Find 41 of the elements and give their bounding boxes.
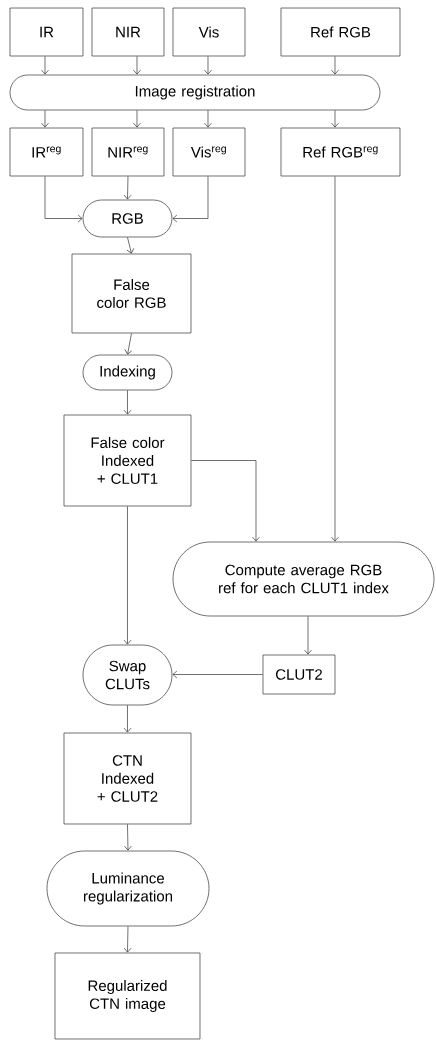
process-box: Ref RGB bbox=[280, 7, 401, 57]
arrow bbox=[41, 56, 49, 75]
process-box: Ref RGB$^{reg}$ bbox=[280, 127, 401, 177]
process-box: IR$^{reg}$ bbox=[9, 127, 84, 177]
process-box: False color RGB bbox=[71, 253, 192, 334]
process-box: NIR bbox=[91, 7, 165, 57]
arrow bbox=[124, 824, 132, 851]
arrow bbox=[44, 176, 83, 223]
arrow bbox=[123, 926, 132, 953]
process-box: False color Indexed + CLUT1 bbox=[63, 414, 192, 507]
arrow bbox=[191, 460, 260, 542]
arrow bbox=[304, 616, 312, 655]
arrow bbox=[331, 176, 339, 542]
arrow bbox=[41, 110, 49, 128]
process-terminal: Swap CLUTs bbox=[82, 644, 173, 706]
process-box: Vis bbox=[172, 7, 246, 57]
process-box: CLUT2 bbox=[262, 654, 336, 695]
process-box: NIR$^{reg}$ bbox=[91, 127, 165, 177]
arrow bbox=[172, 670, 263, 679]
process-terminal: Compute average RGB ref for each CLUT1 index bbox=[172, 541, 435, 617]
process-box: IR bbox=[9, 7, 84, 57]
arrow bbox=[204, 56, 212, 75]
process-terminal: RGB bbox=[82, 199, 173, 238]
arrow bbox=[133, 56, 141, 75]
arrow bbox=[172, 176, 209, 223]
process-box: Regularized CTN image bbox=[54, 952, 201, 1040]
arrow bbox=[124, 333, 133, 355]
arrow bbox=[123, 176, 132, 200]
arrow bbox=[126, 237, 135, 254]
process-box: CTN Indexed + CLUT2 bbox=[63, 732, 192, 825]
arrow bbox=[123, 705, 132, 733]
arrow bbox=[331, 110, 339, 128]
process-terminal: Indexing bbox=[82, 354, 173, 391]
process-box: Vis$^{reg}$ bbox=[172, 127, 246, 177]
arrow bbox=[204, 110, 212, 128]
process-terminal: Luminance regularization bbox=[46, 850, 210, 927]
process-terminal: Image registration bbox=[9, 74, 381, 111]
arrow bbox=[123, 506, 132, 645]
arrow bbox=[133, 110, 141, 128]
arrow bbox=[331, 56, 339, 75]
arrow bbox=[123, 390, 132, 415]
